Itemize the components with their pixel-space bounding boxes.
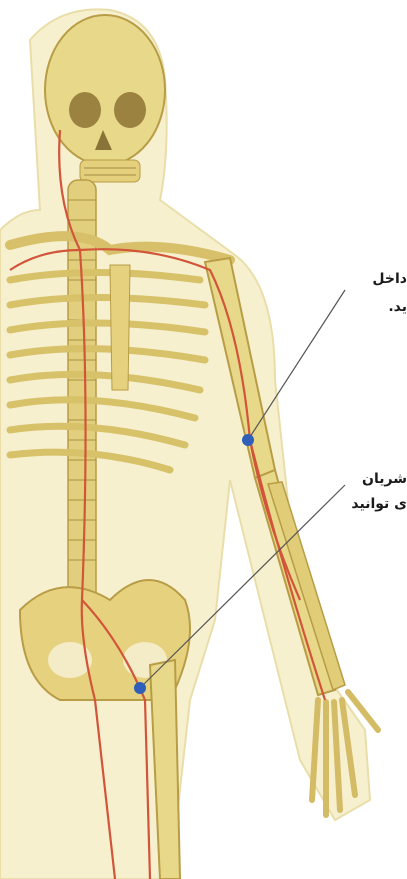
annotation-upper-line-1: داخل — [337, 271, 407, 287]
annotation-upper-line-2: ید. — [337, 299, 407, 315]
blue-dot-icon — [134, 682, 146, 694]
sternum — [110, 265, 130, 390]
annotation-lower-line-1: شریان — [337, 471, 407, 487]
blue-dot-icon — [242, 434, 254, 446]
annotation-lower-line-2: ی توانید — [337, 496, 407, 512]
